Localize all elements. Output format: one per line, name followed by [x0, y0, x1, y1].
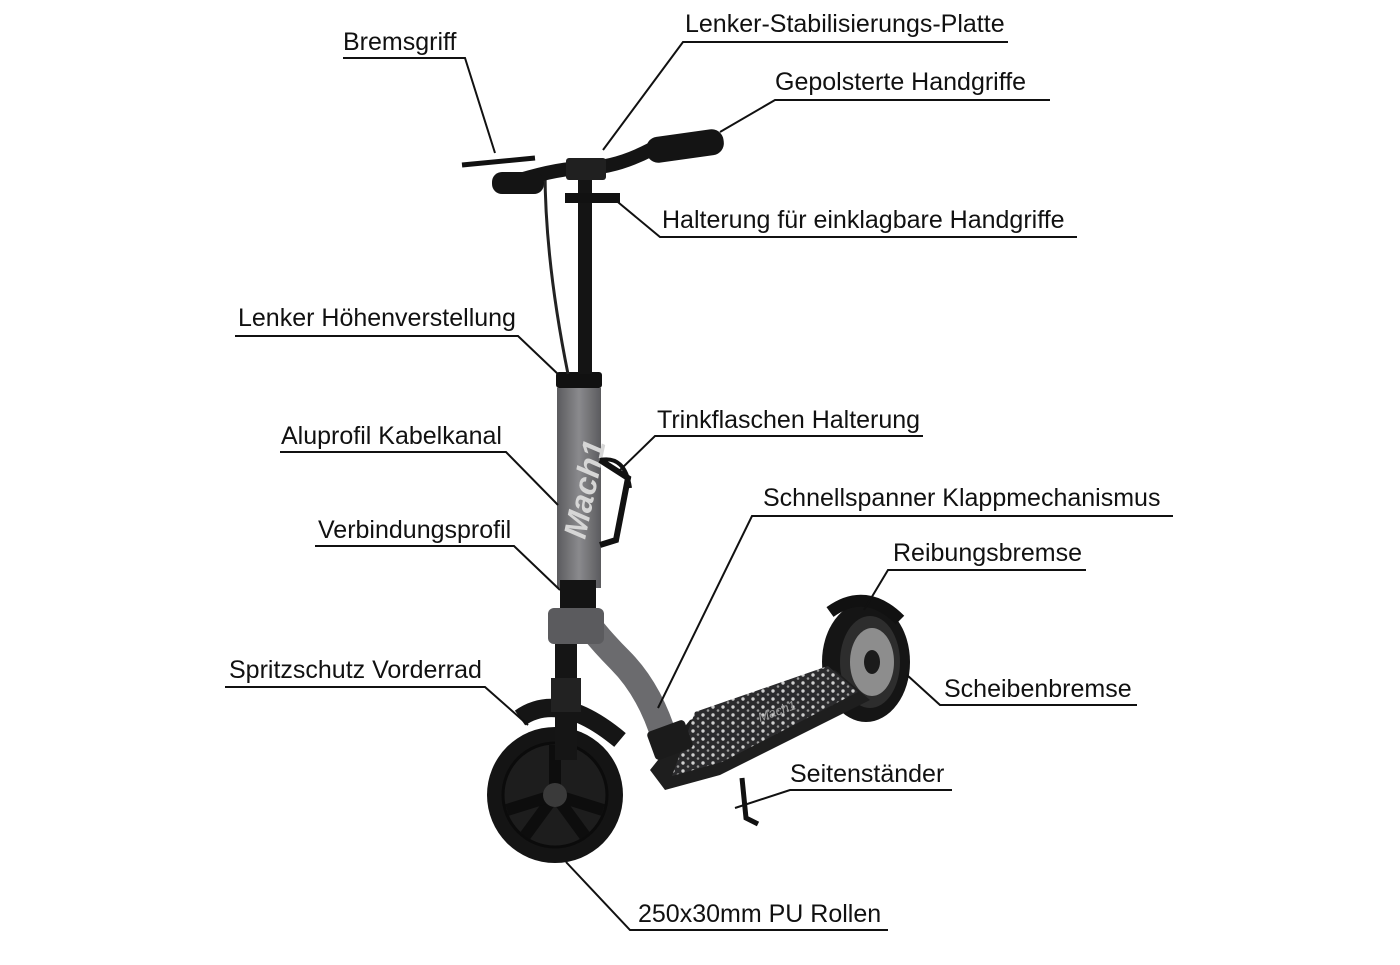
label-halterung-handgriffe: Halterung für einklagbare Handgriffe — [662, 206, 1065, 234]
label-schnellspanner: Schnellspanner Klappmechanismus — [763, 484, 1160, 512]
stem-joint — [560, 580, 596, 608]
label-trinkflaschen-halterung: Trinkflaschen Halterung — [657, 406, 920, 434]
folding-clamp — [647, 720, 693, 760]
bottle-holder — [598, 457, 632, 548]
label-verbindungsprofil: Verbindungsprofil — [318, 516, 511, 544]
label-reibungsbremse: Reibungsbremse — [893, 539, 1082, 567]
left-grip — [492, 172, 544, 194]
deck: Mach1 — [650, 666, 870, 790]
brake-lever — [461, 155, 536, 168]
stabilizer-plate — [566, 158, 606, 180]
suspension — [551, 678, 581, 712]
head-tube — [548, 608, 604, 644]
brake-cable — [543, 169, 570, 375]
label-seitenstaender: Seitenständer — [790, 760, 944, 788]
label-lenker-hoehenverstellung: Lenker Höhenverstellung — [238, 304, 516, 332]
label-scheibenbremse: Scheibenbremse — [944, 675, 1132, 703]
label-gepolsterte-handgriffe: Gepolsterte Handgriffe — [775, 68, 1026, 96]
label-bremsgriff: Bremsgriff — [343, 28, 457, 56]
label-pu-rollen: 250x30mm PU Rollen — [638, 900, 881, 928]
upper-stem — [578, 178, 592, 374]
height-clamp — [556, 372, 602, 388]
grip-holder — [565, 193, 620, 203]
rear-fender — [826, 594, 905, 625]
leader-lines — [225, 41, 1173, 931]
kickstand — [739, 777, 760, 827]
lower-stem — [557, 388, 601, 588]
right-grip — [646, 129, 724, 163]
handlebar — [461, 129, 724, 203]
labels: Bremsgriff Lenker-Stabilisierungs-Platte… — [229, 10, 1160, 928]
label-spritzschutz-vorderrad: Spritzschutz Vorderrad — [229, 656, 482, 684]
label-lenker-stabilisierungs-platte: Lenker-Stabilisierungs-Platte — [685, 10, 1005, 38]
label-aluprofil-kabelkanal: Aluprofil Kabelkanal — [281, 422, 502, 450]
